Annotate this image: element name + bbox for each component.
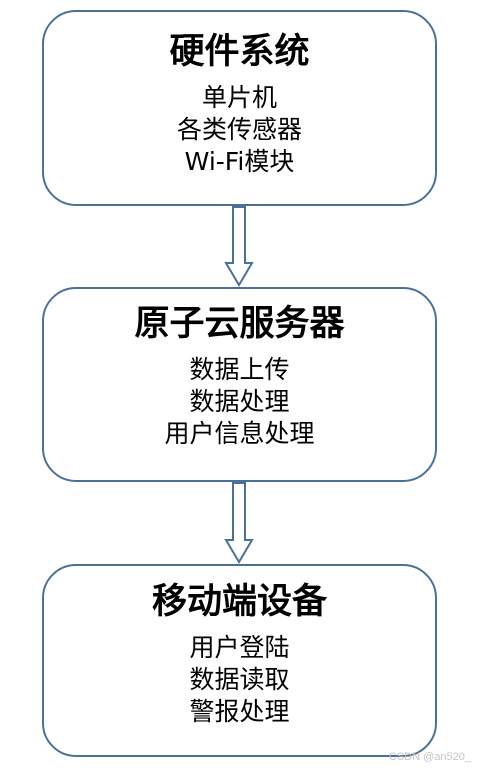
box-item: 用户登陆 bbox=[189, 633, 290, 662]
box-item: 数据上传 bbox=[189, 355, 290, 384]
box-title: 硬件系统 bbox=[169, 32, 310, 72]
box-title: 移动端设备 bbox=[151, 582, 327, 622]
box-item: 各类传感器 bbox=[176, 115, 302, 144]
box-item: 数据处理 bbox=[189, 387, 290, 416]
down-arrow-icon bbox=[224, 482, 254, 564]
box-title: 原子云服务器 bbox=[134, 304, 345, 344]
box-item: 单片机 bbox=[201, 83, 277, 112]
down-arrow-icon bbox=[224, 206, 254, 287]
box-item: 数据读取 bbox=[189, 665, 290, 694]
mobile-device-box: 移动端设备 用户登陆 数据读取 警报处理 bbox=[42, 564, 437, 757]
watermark: CSDN @an520_ bbox=[388, 751, 471, 763]
box-item: 警报处理 bbox=[189, 697, 290, 726]
hardware-system-box: 硬件系统 单片机 各类传感器 Wi-Fi模块 bbox=[42, 10, 437, 206]
cloud-server-box: 原子云服务器 数据上传 数据处理 用户信息处理 bbox=[42, 287, 437, 482]
box-item: 用户信息处理 bbox=[164, 419, 315, 448]
box-item: Wi-Fi模块 bbox=[184, 147, 295, 176]
